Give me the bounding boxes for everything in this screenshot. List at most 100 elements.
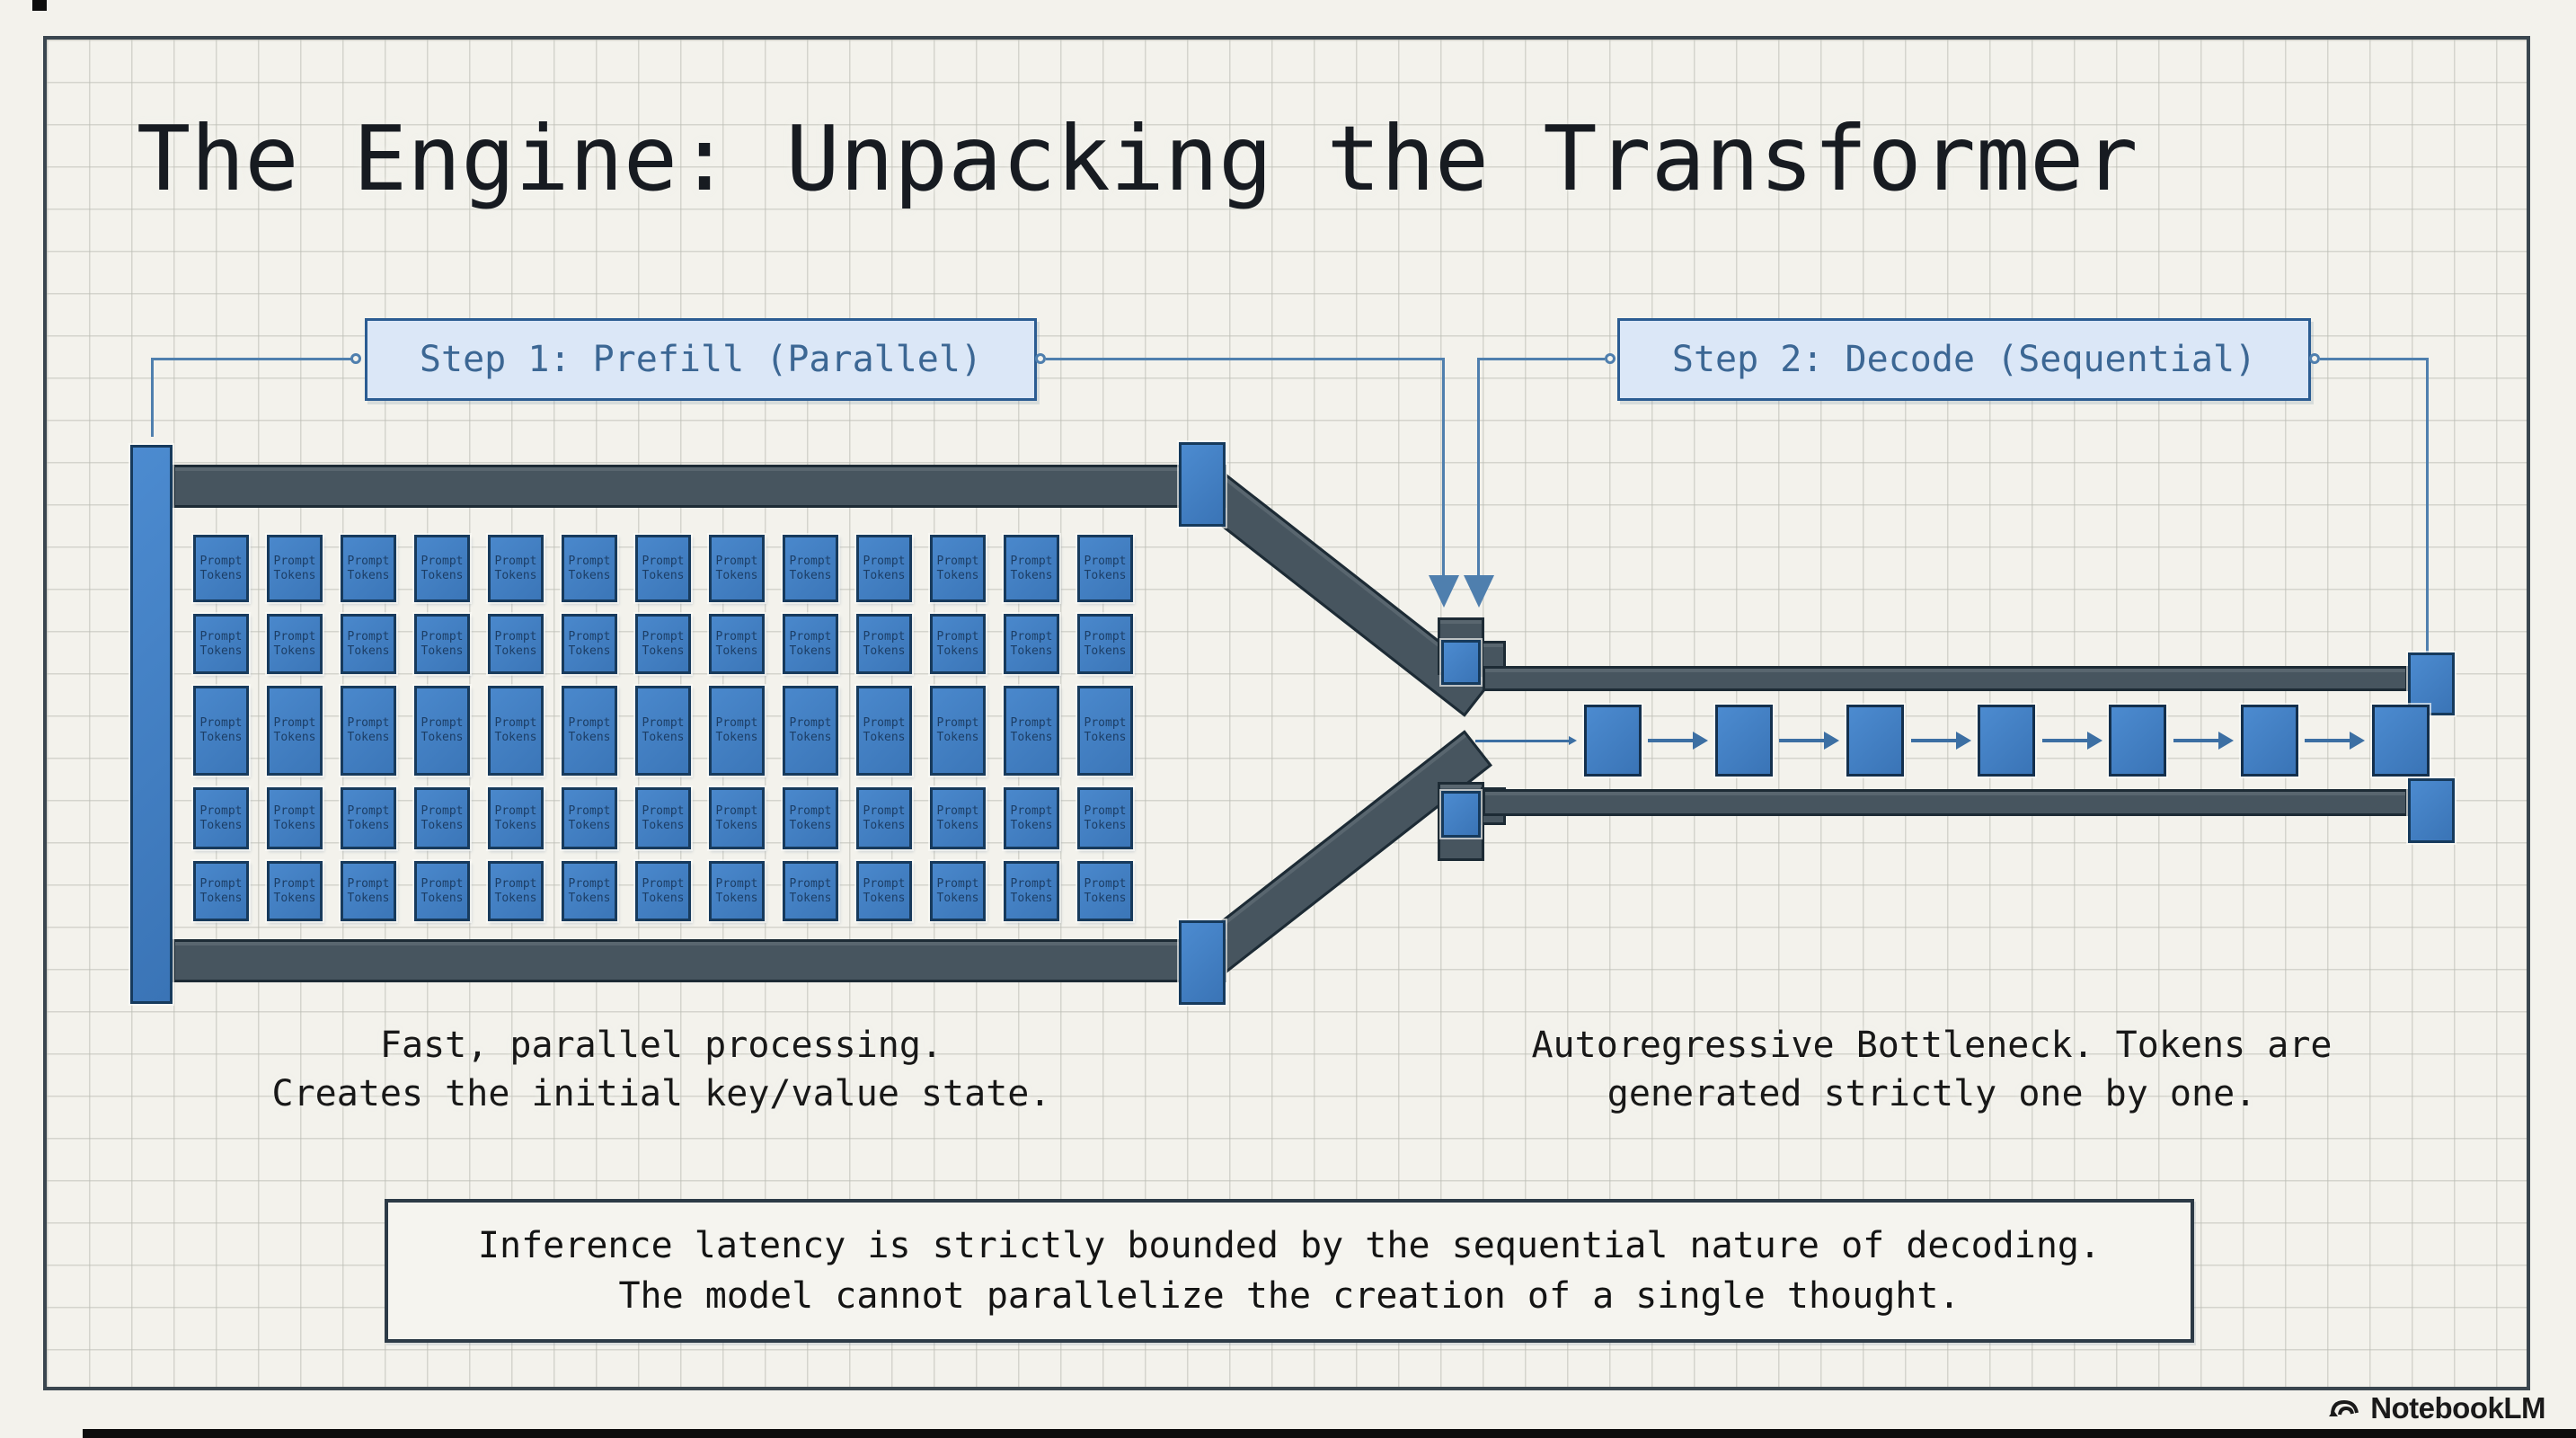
takeaway-line2: The model cannot parallelize the creatio… [618,1275,1961,1317]
decode-token-square [1846,705,1905,777]
prefill-top-joint-square [1179,442,1226,527]
prefill-bottom-wall [173,939,1226,982]
prefill-caption: Fast, parallel processing. Creates the i… [212,1021,1111,1118]
step2-right-connector-vline [2426,358,2429,654]
decode-token-chain [1475,703,2430,778]
decode-caption: Autoregressive Bottleneck. Tokens are ge… [1483,1021,2381,1118]
prefill-input-bar [130,445,173,1004]
step2-left-connector-hline [1477,358,1605,360]
decode-token-square [2109,705,2167,777]
step2-left-connector-vline [1477,358,1480,575]
step1-label-box: Step 1: Prefill (Parallel) [365,318,1037,401]
decode-bottom-wall [1483,789,2408,816]
decode-arrow [1648,732,1709,750]
decode-arrow [2305,732,2366,750]
step2-label: Step 2: Decode (Sequential) [1671,339,2257,380]
decode-token-square [2371,705,2430,777]
scan-artifact-top [32,0,47,11]
decode-token-square [1583,705,1642,777]
step1-left-connector-hline [151,358,352,360]
branding: NotebookLM [2327,1391,2545,1425]
takeaway-line1: Inference latency is strictly bounded by… [477,1225,2102,1266]
decode-arrow [2041,732,2102,750]
prefill-caption-line2: Creates the initial key/value state. [271,1073,1051,1114]
step1-label: Step 1: Prefill (Parallel) [419,339,983,380]
decode-bottom-end-cap [2408,778,2455,843]
step2-left-connector-dot [1605,353,1616,364]
step1-left-connector-vline [151,358,154,437]
prefill-top-wall [173,465,1226,508]
neck-bottom-square [1441,791,1481,838]
decode-top-wall [1483,666,2408,691]
decode-arrow [1910,732,1971,750]
page-title: The Engine: Unpacking the Transformer [137,106,2138,211]
funnel-arrowhead-left [1429,575,1459,608]
neck-top-square [1441,640,1481,685]
step1-right-connector-dot [1035,353,1046,364]
funnel-arrowhead-right [1464,575,1494,608]
prefill-bottom-joint-square [1179,920,1226,1005]
takeaway-box: Inference latency is strictly bounded by… [385,1199,2194,1343]
scan-artifact-bottom [83,1429,2576,1438]
prefill-caption-line1: Fast, parallel processing. [379,1025,943,1066]
decode-arrow [1779,732,1840,750]
decode-token-square [1978,705,2036,777]
decode-token-square [2240,705,2298,777]
